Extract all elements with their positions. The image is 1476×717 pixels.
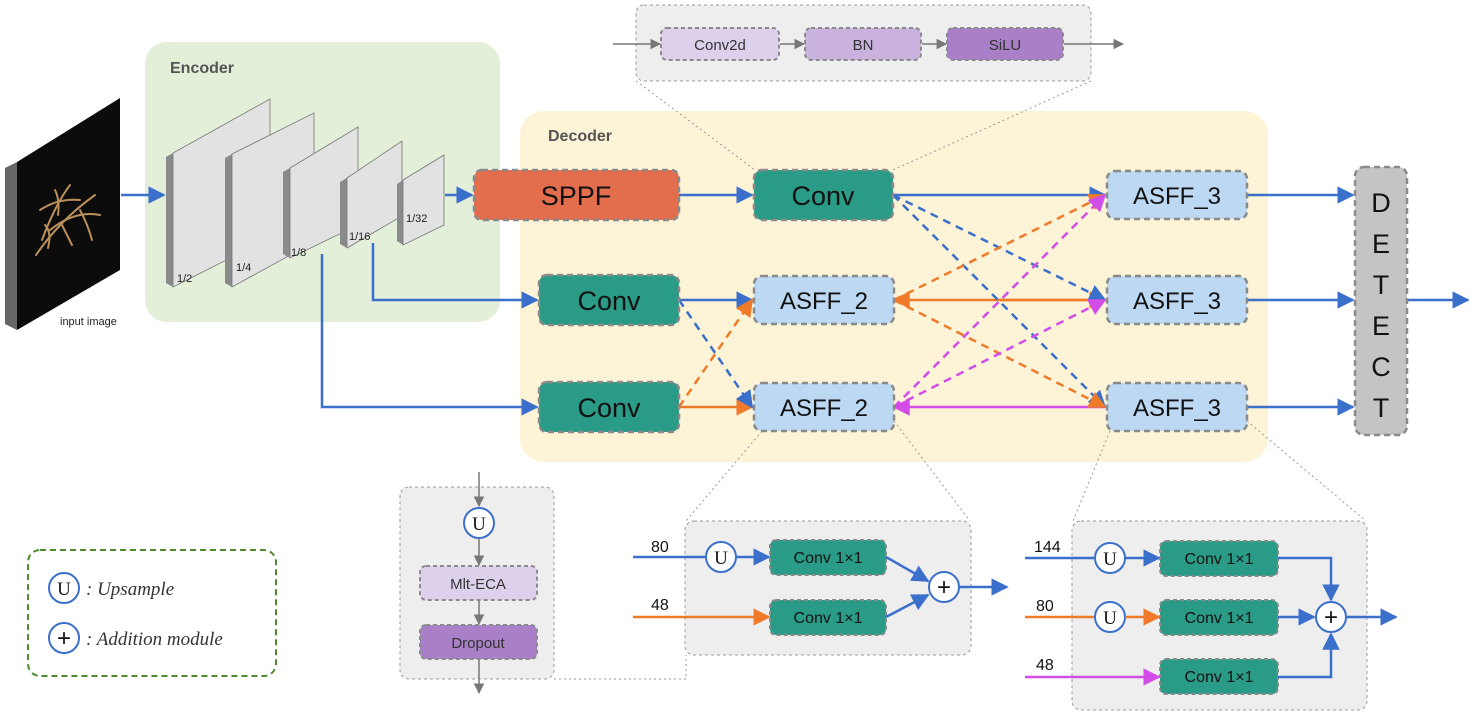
- arrow-1-16-to-conv-mid: [371, 243, 539, 309]
- detect-letter-5: C: [1371, 352, 1391, 382]
- scale-label-1-2: 1/2: [177, 273, 192, 285]
- eca-upsample-symbol: U: [472, 514, 486, 535]
- legend-add-symbol: +: [57, 625, 71, 652]
- arrow-conv-bot-to-asff2-mid: [677, 298, 754, 408]
- asff2-bot-label: ASFF_2: [780, 395, 868, 422]
- asff3-conv3-to-add: [1278, 632, 1340, 679]
- conv2d-box: [660, 27, 780, 61]
- conv-top-node: [752, 168, 895, 222]
- upsample-icon: [48, 572, 80, 604]
- asff2-add-symbol: +: [937, 574, 951, 601]
- asff3-input-48-label: 48: [1036, 657, 1054, 674]
- silu-box: [946, 27, 1064, 61]
- asff3-top-label: ASFF_3: [1133, 183, 1221, 210]
- asff2-conv1-to-add: [885, 555, 930, 583]
- addition-icon: [48, 622, 80, 654]
- asff3-bot-node: [1105, 381, 1249, 433]
- asff2-mid-node: [752, 274, 896, 326]
- scale-label-1-32: 1/32: [406, 213, 427, 225]
- asff3-conv1-label: Conv 1×1: [1185, 551, 1254, 568]
- detect-letter-4: E: [1372, 311, 1390, 341]
- asff3-conv2-label: Conv 1×1: [1185, 610, 1254, 627]
- decoder-title: Decoder: [548, 128, 612, 145]
- eca-link-line: [554, 655, 687, 680]
- asff2-conv1-label: Conv 1×1: [794, 550, 863, 567]
- asff3-conv3-label: Conv 1×1: [1185, 669, 1254, 686]
- asff2-conv1-box: [769, 539, 887, 576]
- asff3-zoom-line-right: [1246, 420, 1367, 522]
- arrow-asff2-mid-to-asff3-top: [893, 193, 1107, 302]
- asff3-input-144-label: 144: [1034, 539, 1061, 556]
- arrow-conv-to-asff3-bot: [892, 194, 1107, 409]
- sppf-label: SPPF: [541, 181, 612, 211]
- conv-mid-node: [537, 273, 681, 327]
- input-image: [5, 98, 120, 330]
- conv2d-label: Conv2d: [694, 37, 746, 54]
- asff3-upsample-symbol-2: U: [1103, 608, 1117, 629]
- legend-upsample-symbol: U: [57, 579, 71, 600]
- mlt-eca-box: [419, 565, 538, 601]
- mlt-eca-label: Mlt-ECA: [450, 576, 506, 593]
- asff2-upsample-symbol: U: [714, 548, 728, 569]
- feature-map-1-32: [397, 154, 445, 246]
- conv-top-label: Conv: [791, 181, 855, 211]
- asff2-input-80-label: 80: [651, 539, 669, 556]
- detect-node: [1353, 165, 1409, 437]
- arrow-conv-mid-to-asff2-bot: [677, 299, 754, 409]
- asff3-mid-node: [1105, 274, 1249, 326]
- asff2-mid-label: ASFF_2: [780, 288, 868, 315]
- asff3-zoom-line-left: [1072, 430, 1111, 522]
- scale-label-1-16: 1/16: [349, 231, 370, 243]
- asff2-conv2-box: [769, 599, 887, 636]
- sppf-node: [472, 168, 681, 222]
- bn-box: [804, 27, 922, 61]
- arrow-asff2-bot-to-asff3-top: [893, 193, 1107, 408]
- asff2-conv2-to-add: [885, 593, 930, 619]
- conv-bot-label: Conv: [577, 393, 641, 423]
- conv-mid-label: Conv: [577, 286, 641, 316]
- dropout-box: [419, 624, 538, 660]
- legend-add-label: : Addition module: [86, 629, 223, 650]
- detect-letter-1: D: [1371, 188, 1391, 218]
- arrow-1-8-to-conv-bot: [320, 254, 539, 416]
- scale-label-1-8: 1/8: [291, 247, 306, 259]
- conv-bot-node: [537, 380, 681, 434]
- scale-label-1-4: 1/4: [236, 262, 251, 274]
- conv-detail-zoom-line-right: [892, 80, 1092, 171]
- input-image-caption: input image: [60, 316, 117, 328]
- asff3-top-node: [1105, 169, 1249, 221]
- asff2-input-48-label: 48: [651, 597, 669, 614]
- asff3-input-80-label: 80: [1036, 598, 1054, 615]
- dropout-label: Dropout: [451, 635, 505, 652]
- asff2-zoom-line-right: [893, 420, 971, 522]
- bn-label: BN: [853, 37, 874, 54]
- detect-letter-2: E: [1372, 229, 1390, 259]
- detect-letter-6: T: [1373, 393, 1390, 423]
- asff2-conv2-label: Conv 1×1: [794, 610, 863, 627]
- asff3-add-symbol: +: [1324, 604, 1338, 631]
- asff3-conv1-to-add: [1278, 556, 1340, 602]
- feature-map-1-16: [340, 140, 403, 249]
- silu-label: SiLU: [989, 37, 1022, 54]
- asff3-mid-label: ASFF_3: [1133, 288, 1221, 315]
- arrow-asff2-bot-to-asff3-mid: [893, 298, 1107, 409]
- legend-upsample-label: : Upsample: [86, 579, 174, 600]
- legend-box: [27, 549, 277, 677]
- asff2-bot-node: [752, 381, 896, 433]
- asff3-bot-label: ASFF_3: [1133, 395, 1221, 422]
- encoder-title: Encoder: [170, 60, 234, 77]
- detect-letter-3: T: [1373, 270, 1390, 300]
- asff3-upsample-symbol-1: U: [1103, 549, 1117, 570]
